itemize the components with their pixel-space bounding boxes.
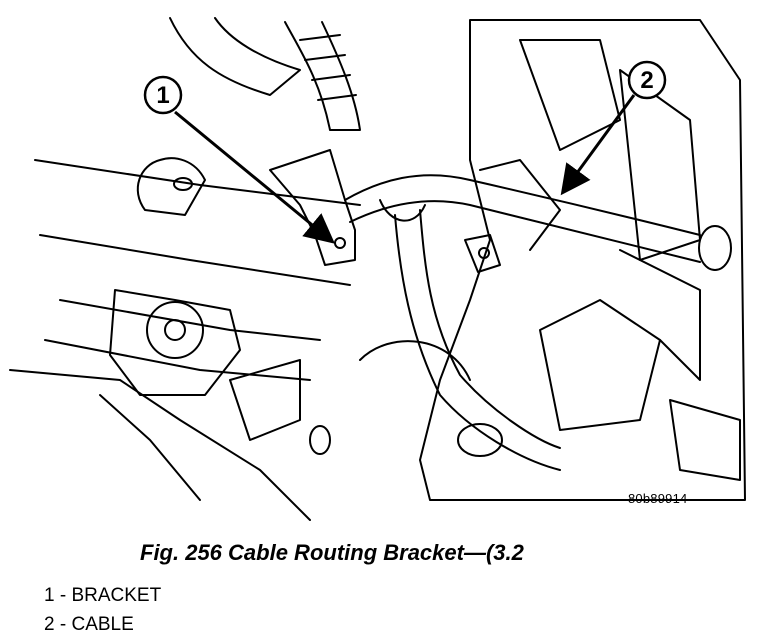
legend-item: 1 - BRACKET — [44, 585, 162, 606]
legend-label: BRACKET — [71, 585, 162, 606]
legend-number: 1 — [44, 585, 55, 606]
legend-label: CABLE — [71, 614, 134, 635]
mount-bushing — [146, 301, 204, 359]
transmission-housing — [419, 19, 746, 501]
legend-item: 2 - CABLE — [44, 614, 134, 635]
upper-hose-right — [284, 21, 361, 131]
frame-rail-left — [34, 159, 361, 286]
figure-caption: Fig. 256 Cable Routing Bracket—(3.2 — [140, 540, 524, 565]
mounting-bolt — [464, 234, 501, 273]
callout-2-number: 2 — [640, 67, 653, 94]
legend-number: 2 — [44, 614, 55, 635]
figure-code: 80b89914 — [628, 491, 688, 506]
routing-cable — [344, 174, 701, 236]
upper-hose-left — [169, 17, 301, 96]
callout-1-number: 1 — [156, 82, 169, 109]
technical-illustration: 1 2 — [9, 17, 746, 521]
callout-1: 1 — [143, 75, 335, 244]
callout-2: 2 — [560, 60, 667, 196]
